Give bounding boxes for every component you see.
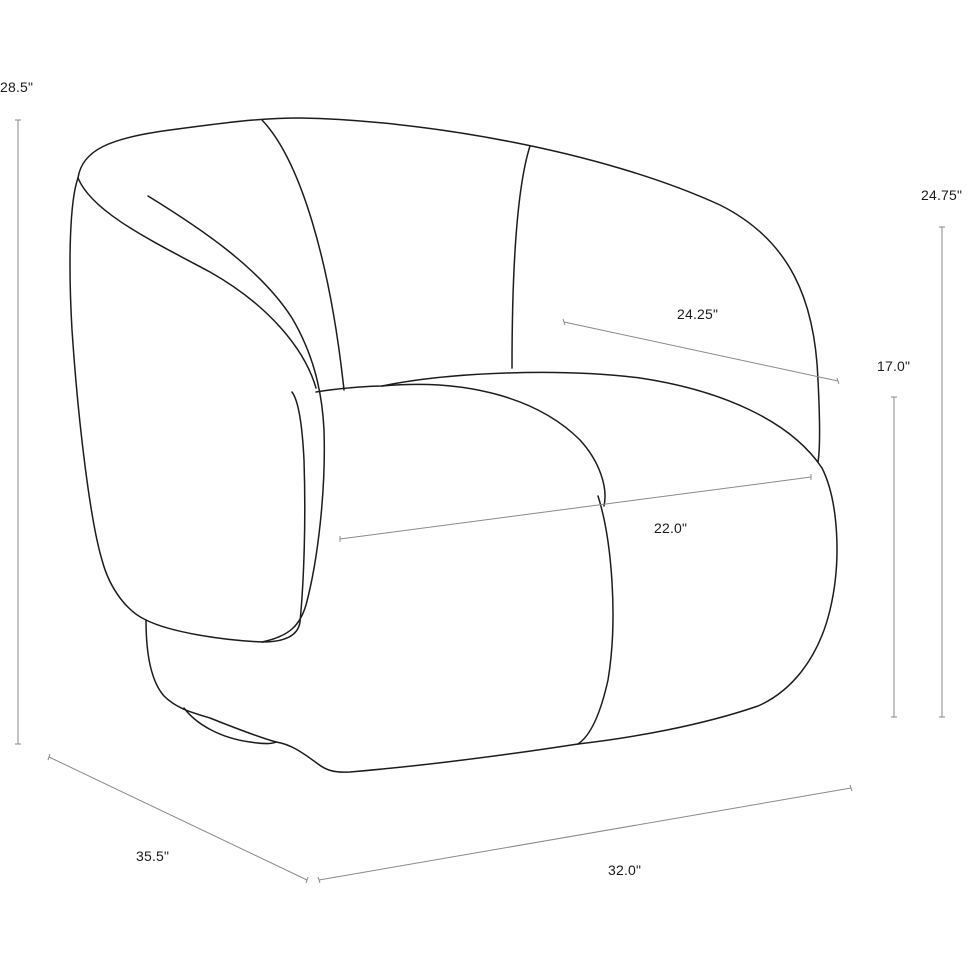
back-shell-left-side — [69, 177, 147, 621]
back-shell-inner-fold — [147, 195, 326, 643]
inner-width-label: 24.25" — [677, 306, 719, 322]
inner-width-dimension-line — [562, 318, 840, 385]
back-shell-top-edge — [77, 117, 821, 463]
seat-cushion-inner-line — [381, 383, 606, 507]
seat-height-dimension-line — [891, 396, 897, 718]
seat-height-label: 17.0" — [877, 358, 911, 374]
back-height-label: 24.75" — [921, 187, 963, 203]
seat-depth-dimension-line — [339, 474, 812, 542]
seat-front-right-side — [577, 467, 838, 745]
seat-front-bottom — [275, 741, 579, 773]
overall-height-dimension-line — [15, 119, 21, 745]
arm-front-outline — [145, 391, 306, 643]
seat-front-seam — [577, 495, 614, 745]
dimension-lines — [15, 119, 945, 884]
overall-width-dimension-line — [317, 784, 853, 884]
back-shell-inner-rim — [77, 177, 317, 389]
swivel-chair-drawing — [69, 117, 838, 773]
overall-width-label: 32.0" — [608, 862, 642, 878]
back-panel-seam-left — [261, 119, 345, 391]
seat-depth-label: 22.0" — [654, 520, 688, 536]
chair-base-swivel — [183, 707, 277, 745]
overall-height-label: 28.5" — [0, 79, 34, 95]
seat-cushion-top — [315, 371, 823, 469]
chair-base-left — [145, 619, 277, 743]
overall-depth-dimension-line — [47, 753, 309, 884]
back-panel-seam-right — [511, 145, 531, 369]
back-height-dimension-line — [939, 226, 945, 718]
overall-depth-label: 35.5" — [136, 848, 170, 864]
